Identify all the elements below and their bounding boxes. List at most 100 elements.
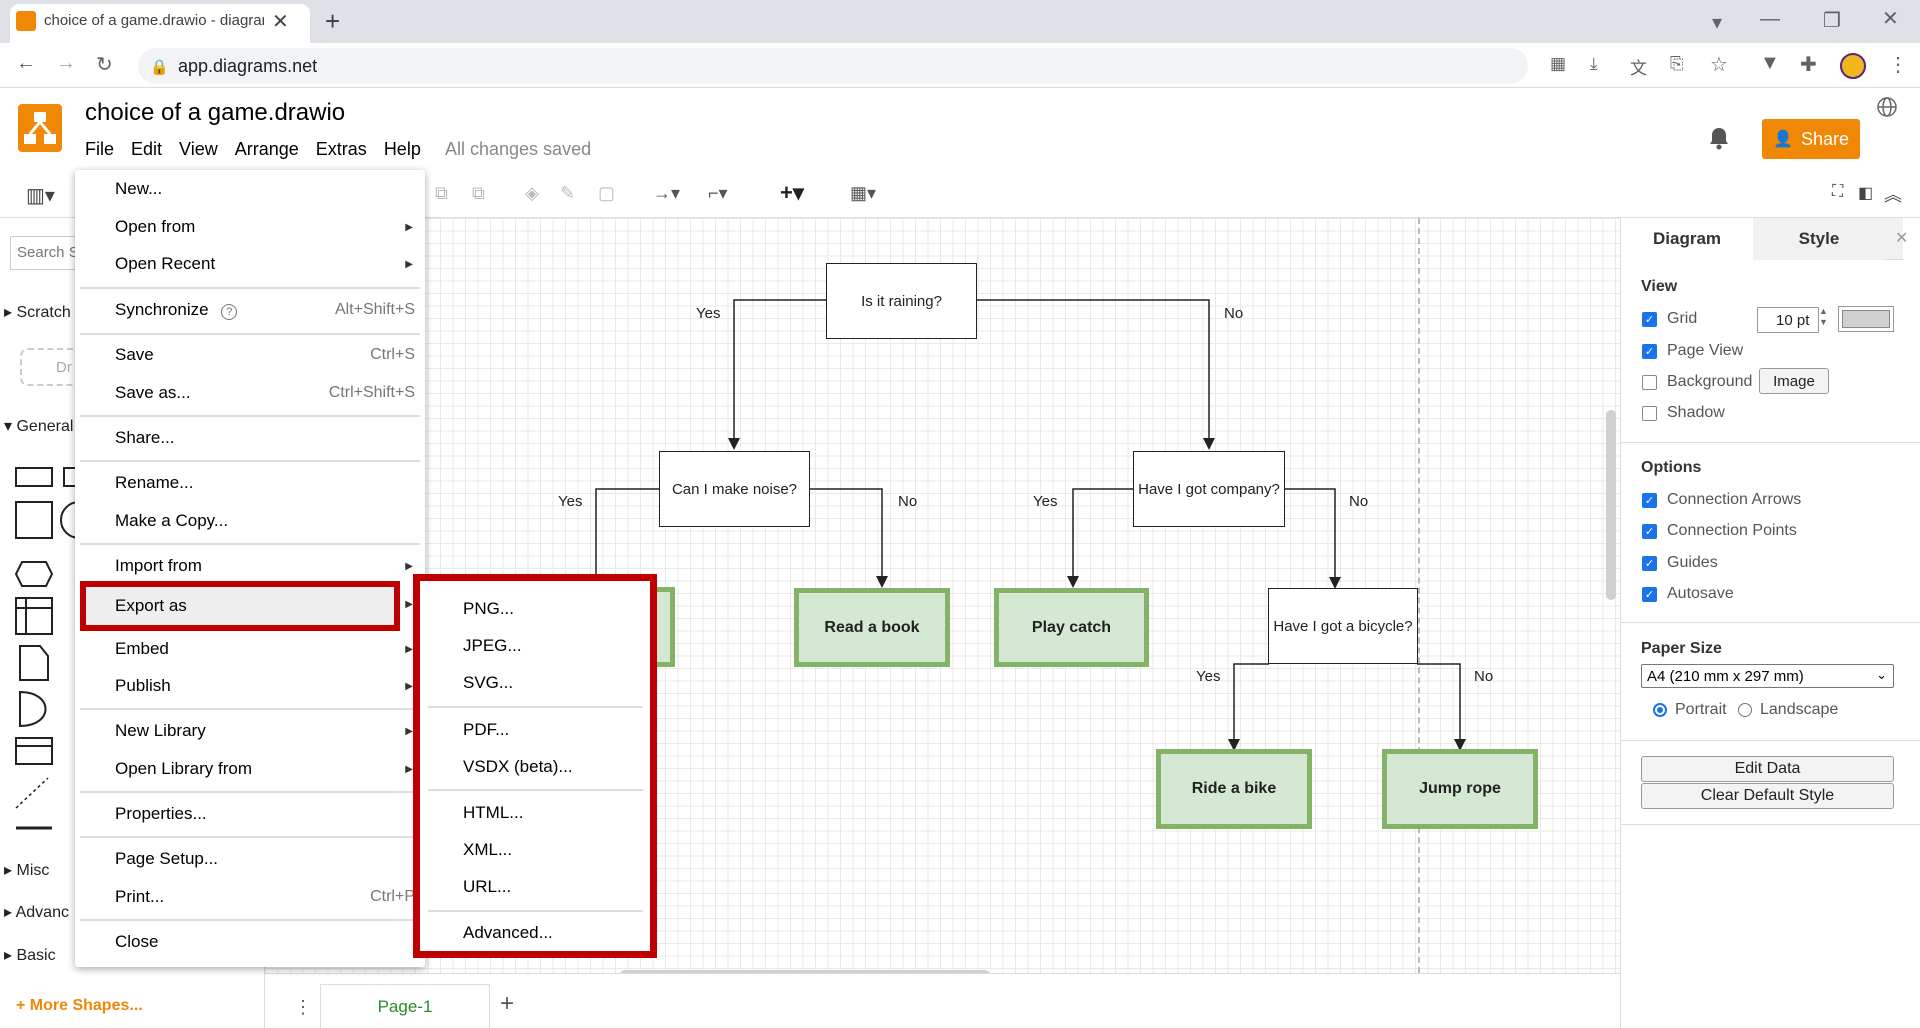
background-option[interactable]: Background: [1642, 373, 1752, 391]
export-png[interactable]: PNG...: [463, 599, 515, 618]
edit-data-button[interactable]: Edit Data: [1641, 756, 1894, 782]
radio-selected-icon[interactable]: [1653, 703, 1667, 717]
export-html[interactable]: HTML...: [463, 803, 524, 822]
bookmark-star-icon[interactable]: ☆: [1710, 54, 1728, 76]
menu-item-rename[interactable]: Rename...: [75, 466, 425, 500]
export-pdf[interactable]: PDF...: [463, 720, 510, 739]
to-front-icon[interactable]: ⧉: [435, 183, 448, 203]
grid-size-input[interactable]: 10 pt: [1757, 307, 1819, 333]
grid-color-button[interactable]: [1838, 306, 1894, 332]
general-shapes[interactable]: [14, 460, 79, 835]
export-advanced[interactable]: Advanced...: [463, 923, 553, 942]
export-url[interactable]: URL...: [463, 877, 512, 896]
window-close-icon[interactable]: ✕: [1882, 8, 1899, 30]
menu-item-close[interactable]: Close: [75, 925, 425, 959]
leaf-read-a-book[interactable]: Read a book: [794, 588, 950, 667]
misc-header[interactable]: ▸ Misc: [4, 862, 50, 879]
reload-icon[interactable]: ↻: [96, 54, 113, 76]
menu-item-export-as[interactable]: Export as: [80, 581, 400, 631]
back-icon[interactable]: ←: [16, 52, 36, 74]
clear-default-style-button[interactable]: Clear Default Style: [1641, 783, 1894, 809]
menu-help[interactable]: Help: [383, 139, 421, 159]
fill-color-icon[interactable]: ◈: [525, 183, 539, 203]
connection-points-option[interactable]: ✓Connection Points: [1642, 522, 1797, 540]
general-header[interactable]: ▾ General: [4, 418, 74, 435]
close-panel-icon[interactable]: ✕: [1895, 230, 1909, 247]
add-page-icon[interactable]: +: [500, 990, 515, 1017]
maximize-icon[interactable]: ❐: [1823, 10, 1841, 32]
page-tab[interactable]: Page-1: [320, 984, 490, 1028]
node-is-it-raining[interactable]: Is it raining?: [826, 263, 977, 339]
node-can-i-make-noise[interactable]: Can I make noise?: [659, 451, 810, 527]
menu-item-publish[interactable]: Publish▶: [75, 669, 425, 703]
tab-close-icon[interactable]: ✕: [272, 11, 289, 33]
checkbox-checked-icon[interactable]: ✓: [1642, 343, 1657, 359]
browser-menu-icon[interactable]: ⋮: [1888, 54, 1908, 76]
install-icon[interactable]: ⤓: [1590, 54, 1598, 73]
apps-icon[interactable]: ▦: [1550, 54, 1567, 73]
portrait-option[interactable]: Portrait: [1653, 701, 1727, 719]
node-have-i-got-company[interactable]: Have I got company?: [1133, 451, 1285, 527]
checkbox-checked-icon[interactable]: ✓: [1642, 586, 1657, 602]
insert-plus-icon[interactable]: +▾: [780, 180, 804, 205]
language-globe-icon[interactable]: [1876, 96, 1898, 118]
scratchpad-header[interactable]: ▸ Scratch: [4, 304, 71, 321]
checkbox-checked-icon[interactable]: ✓: [1642, 523, 1657, 539]
document-title[interactable]: choice of a game.drawio: [85, 99, 346, 126]
checkbox-unchecked-icon[interactable]: [1642, 405, 1657, 421]
url-text[interactable]: app.diagrams.net: [178, 56, 318, 76]
menu-item-new[interactable]: New...: [75, 172, 425, 206]
shadow-option[interactable]: Shadow: [1642, 404, 1725, 422]
menu-arrange[interactable]: Arrange: [234, 139, 299, 159]
pages-menu-icon[interactable]: ⋮: [294, 997, 312, 1017]
minimize-icon[interactable]: —: [1760, 8, 1780, 30]
menu-item-print[interactable]: Print...Ctrl+P: [75, 880, 425, 914]
table-icon[interactable]: ▦▾: [850, 183, 877, 203]
paper-size-select[interactable]: A4 (210 mm x 297 mm)⌄: [1641, 664, 1894, 688]
advanced-header[interactable]: ▸ Advanc: [4, 904, 69, 921]
forward-icon[interactable]: →: [56, 52, 76, 74]
checkbox-checked-icon[interactable]: ✓: [1642, 492, 1657, 508]
menu-item-import-from[interactable]: Import from▶: [75, 549, 425, 583]
basic-header[interactable]: ▸ Basic: [4, 947, 56, 964]
page-view-option[interactable]: ✓Page View: [1642, 342, 1743, 360]
checkbox-checked-icon[interactable]: ✓: [1642, 311, 1657, 327]
radio-unselected-icon[interactable]: [1738, 703, 1752, 717]
menu-item-share[interactable]: Share...: [75, 421, 425, 455]
menu-item-open-recent[interactable]: Open Recent▶: [75, 247, 425, 281]
tab-style[interactable]: Style: [1753, 218, 1885, 260]
fullscreen-icon[interactable]: ⛶: [1832, 183, 1844, 200]
grid-option[interactable]: ✓Grid: [1642, 310, 1697, 328]
checkbox-checked-icon[interactable]: ✓: [1642, 555, 1657, 571]
translate-icon[interactable]: 文: [1630, 59, 1647, 78]
menu-item-export-as-slot[interactable]: ▶: [75, 587, 425, 621]
export-vsdx[interactable]: VSDX (beta)...: [463, 757, 573, 776]
vertical-scrollbar[interactable]: [1606, 410, 1616, 600]
to-back-icon[interactable]: ⧉: [472, 183, 485, 203]
menu-item-synchronize[interactable]: Synchronize ?Alt+Shift+S: [75, 293, 425, 327]
grid-size-spinner-icon[interactable]: ▲▼: [1819, 306, 1828, 327]
export-svg[interactable]: SVG...: [463, 673, 514, 692]
menu-item-open-library-from[interactable]: Open Library from▶: [75, 752, 425, 786]
menu-item-save-as[interactable]: Save as...Ctrl+Shift+S: [75, 376, 425, 410]
export-jpeg[interactable]: JPEG...: [463, 636, 522, 655]
menu-item-page-setup[interactable]: Page Setup...: [75, 842, 425, 876]
connection-arrows-option[interactable]: ✓Connection Arrows: [1642, 491, 1801, 509]
menu-view[interactable]: View: [179, 139, 218, 159]
leaf-jump-rope[interactable]: Jump rope: [1382, 749, 1538, 829]
new-tab-icon[interactable]: +: [325, 6, 341, 36]
line-color-icon[interactable]: ✎: [560, 183, 576, 203]
format-panel-toggle-icon[interactable]: ▥▾: [26, 185, 55, 207]
leaf-ride-a-bike[interactable]: Ride a bike: [1156, 749, 1312, 829]
menu-item-embed[interactable]: Embed▶: [75, 632, 425, 666]
leaf-play-catch[interactable]: Play catch: [994, 588, 1149, 667]
avatar[interactable]: [1840, 53, 1866, 79]
menu-item-open-from[interactable]: Open from▶: [75, 210, 425, 244]
menu-item-properties[interactable]: Properties...: [75, 797, 425, 831]
shadow-icon[interactable]: ▢: [598, 183, 616, 203]
menu-edit[interactable]: Edit: [131, 139, 163, 159]
extension-v-icon[interactable]: ▼: [1760, 52, 1780, 74]
notification-bell-icon[interactable]: [1708, 126, 1730, 150]
address-bar[interactable]: [138, 48, 1528, 84]
